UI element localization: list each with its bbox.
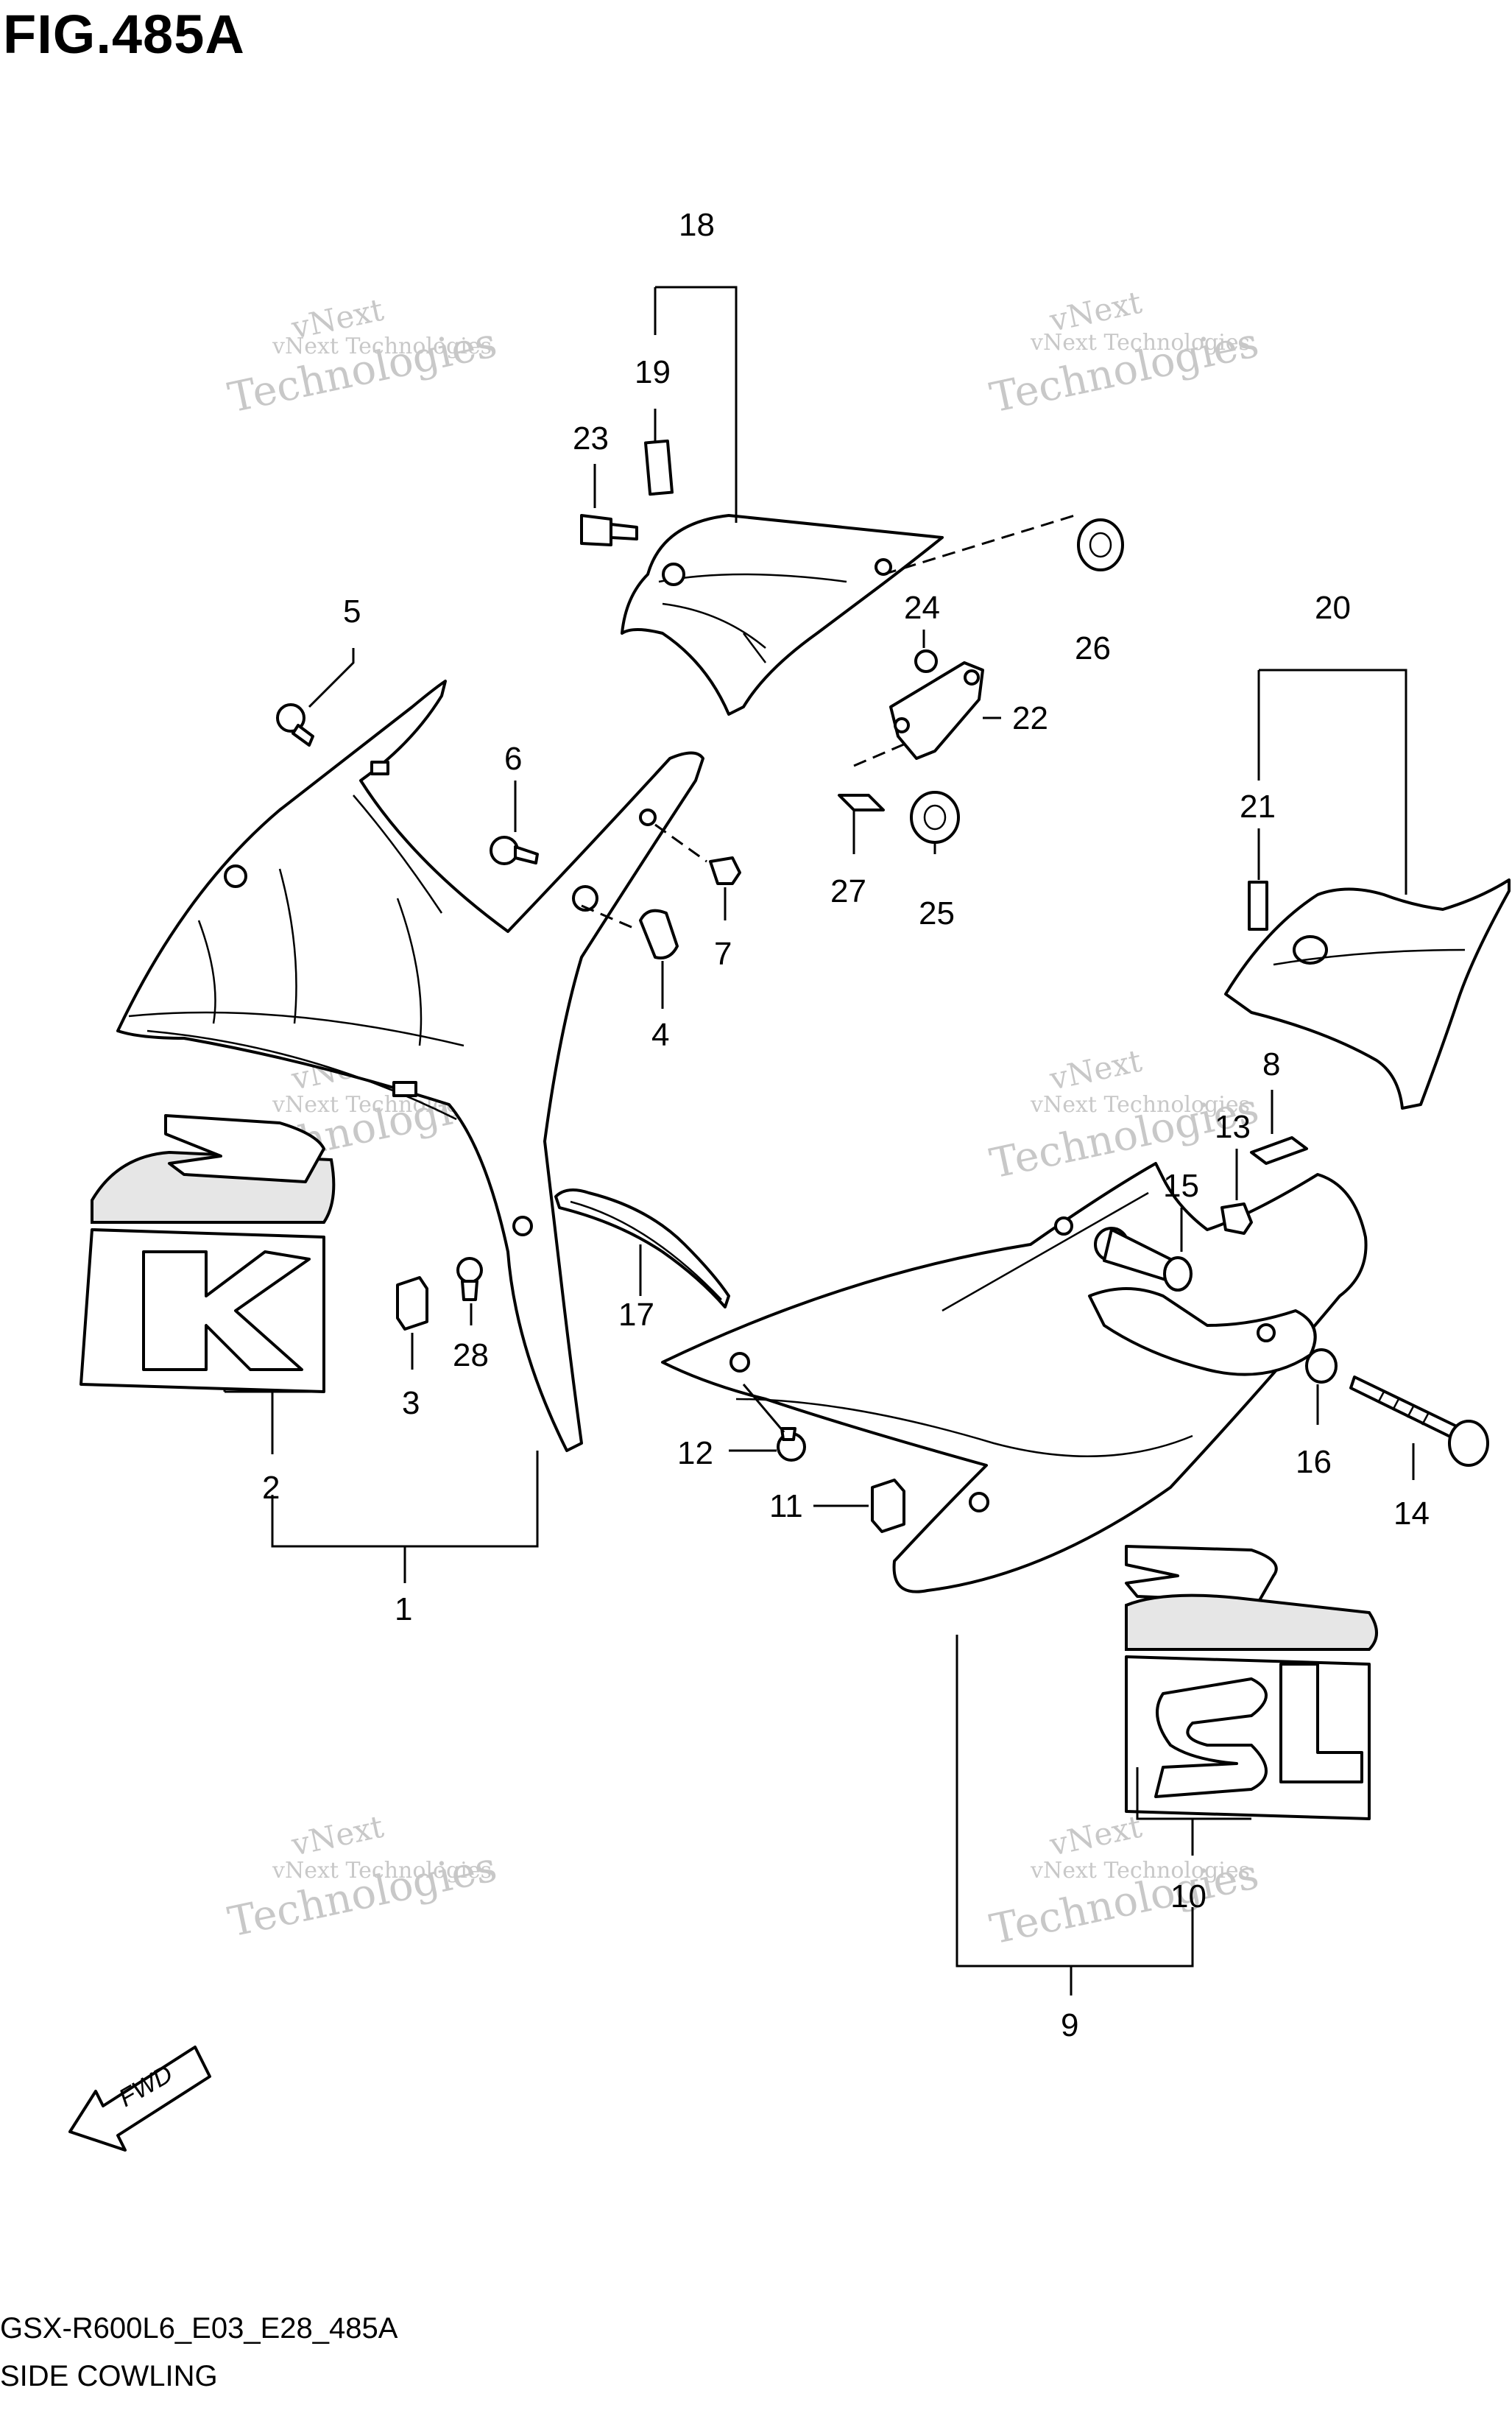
callout-3: 3 [402, 1385, 420, 1421]
svg-text:vNext Technologies: vNext Technologies [1030, 1858, 1250, 1884]
leader-1 [271, 1451, 539, 1548]
label-21 [1248, 881, 1268, 931]
callout-28: 28 [453, 1337, 489, 1373]
decal-10-lower [1125, 1545, 1378, 1820]
bolt-23 [580, 514, 638, 546]
screw-24 [914, 649, 938, 673]
fwd-arrow-icon: FWD [68, 2046, 211, 2152]
dashed-guide-4 [581, 904, 634, 929]
callout-21: 21 [1240, 789, 1276, 825]
svg-text:vNext Technologies: vNext Technologies [272, 1858, 492, 1884]
watermark-bottom-left: vNext vNext Technologies Technologies [224, 1808, 501, 1947]
leader-18 [655, 286, 738, 523]
callout-1: 1 [395, 1591, 412, 1627]
bolt-14 [1349, 1375, 1489, 1467]
callout-2: 2 [262, 1470, 280, 1506]
upper-cowling-1 [116, 680, 704, 1452]
leader-10 [1136, 1767, 1251, 1820]
dashed-guide-26 [883, 514, 1075, 576]
figure-model-code: GSX-R600L6_E03_E28_485A [0, 2312, 398, 2345]
washer-16 [1305, 1348, 1338, 1384]
leader-5 [308, 648, 355, 708]
callout-9: 9 [1061, 2007, 1078, 2043]
callout-16: 16 [1296, 1444, 1332, 1480]
side-inner-panel-20 [1224, 878, 1511, 1110]
watermark-bottom-right: vNext vNext Technologies Technologies [986, 1808, 1262, 1954]
nut-13 [1220, 1202, 1253, 1235]
svg-text:vNext: vNext [1046, 1808, 1145, 1863]
grommet-26 [1077, 518, 1124, 571]
callout-18: 18 [679, 207, 715, 243]
callout-27: 27 [830, 873, 866, 909]
callout-13: 13 [1215, 1109, 1251, 1145]
callout-8: 8 [1262, 1046, 1280, 1082]
screw-12 [777, 1427, 806, 1462]
watermark-top-right: vNext vNext Technologies Technologies [986, 284, 1262, 423]
clip-3 [396, 1276, 428, 1331]
callout-20: 20 [1315, 590, 1351, 626]
grommet-25 [910, 791, 960, 844]
trim-strip-17 [554, 1188, 730, 1308]
svg-text:vNext: vNext [288, 1808, 386, 1863]
decal-2-upper [80, 1114, 336, 1393]
figure-name: SIDE COWLING [0, 2360, 218, 2392]
callout-22: 22 [1012, 700, 1048, 736]
callout-12: 12 [677, 1435, 713, 1471]
callout-23: 23 [573, 420, 609, 457]
callout-24: 24 [904, 590, 940, 626]
callout-5: 5 [343, 593, 361, 630]
leader-9 [955, 1635, 1194, 1968]
figure-title: FIG.485A [3, 4, 245, 65]
callout-14: 14 [1393, 1496, 1430, 1532]
svg-text:vNext Technologies: vNext Technologies [1030, 1092, 1250, 1118]
callout-4: 4 [651, 1017, 669, 1053]
pad-8 [1250, 1136, 1308, 1165]
watermark-top-left: vNext vNext Technologies Technologies [224, 292, 501, 423]
svg-text:vNext Technologies: vNext Technologies [272, 334, 492, 359]
callout-11: 11 [769, 1488, 803, 1524]
upper-inner-cover [621, 514, 944, 716]
label-19 [644, 439, 674, 496]
callout-6: 6 [504, 741, 522, 777]
svg-text:vNext: vNext [1046, 1043, 1145, 1097]
svg-text:vNext Technologies: vNext Technologies [1030, 330, 1250, 356]
pad-27 [838, 794, 885, 811]
side-cowling-9 [661, 1162, 1368, 1593]
screw-6 [490, 836, 539, 865]
dashed-guide-7 [654, 823, 707, 863]
grommet-4 [639, 909, 679, 959]
nut-7 [709, 856, 741, 885]
callout-7: 7 [714, 936, 732, 972]
callout-25: 25 [919, 895, 955, 931]
leader-12a [742, 1384, 785, 1433]
dashed-guide-25 [853, 742, 906, 767]
callout-17: 17 [618, 1297, 654, 1333]
spacer-15 [1094, 1227, 1193, 1292]
screw-28 [456, 1257, 483, 1301]
callout-19: 19 [635, 354, 671, 390]
callout-26: 26 [1075, 630, 1111, 666]
bracket-22 [889, 661, 984, 760]
callout-15: 15 [1163, 1168, 1199, 1204]
leader-20 [1259, 669, 1407, 895]
clip-11 [871, 1479, 905, 1533]
screw-5 [276, 703, 314, 747]
callout-10: 10 [1170, 1878, 1207, 1914]
